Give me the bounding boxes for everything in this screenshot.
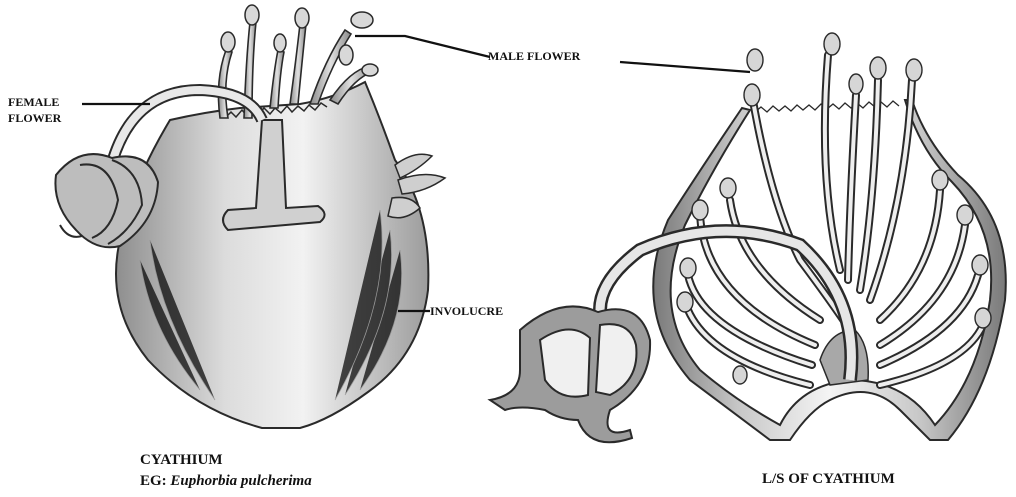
male-flower-leader-right [620,62,750,72]
female-flower-label-line2: FLOWER [8,110,61,126]
male-flower-label: MALE FLOWER [488,50,580,62]
female-flower-label-line1: FEMALE [8,94,61,110]
cyathium-external-view [55,5,445,428]
example-species: Euphorbia pulcherima [170,473,311,489]
male-flower-leader-left [355,36,490,57]
ls-female-ovary [490,306,650,442]
example-prefix: EG: [140,473,170,489]
left-caption-example: EG: Euphorbia pulcherima [140,474,312,489]
involucre-label: INVOLUCRE [430,305,503,317]
cyathium-longitudinal-section [490,33,1006,442]
female-flower-label: FEMALE FLOWER [8,94,61,126]
left-caption-title: CYATHIUM [140,453,223,468]
right-caption-title: L/S OF CYATHIUM [762,472,895,487]
